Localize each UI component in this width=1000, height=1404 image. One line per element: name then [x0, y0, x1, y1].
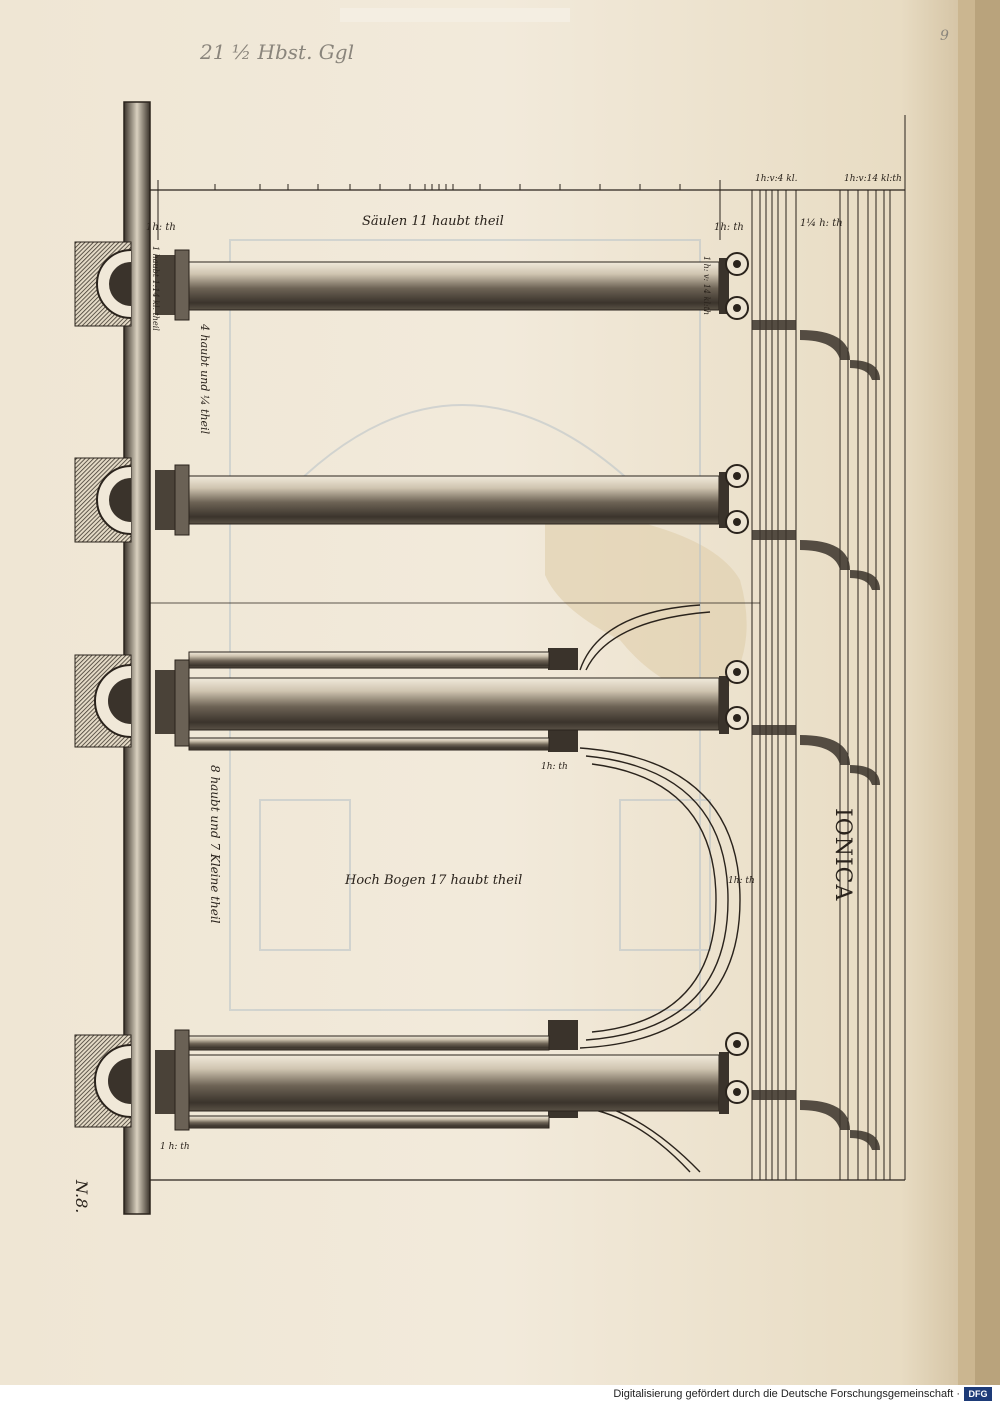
dfg-logo-icon: DFG — [964, 1387, 992, 1401]
scale-label-top-left: 1h:v:4 kl. — [755, 174, 798, 184]
side-mark: N.8. — [72, 1180, 91, 1214]
label-1h-mid: 1h: th — [714, 222, 744, 233]
label-1h-bottom: 1 h: th — [160, 1142, 190, 1152]
label-vertical-4-haubt: 4 haubt und ¼ theil — [198, 324, 211, 435]
label-1-quarter: 1¼ h: th — [800, 218, 843, 229]
page-number: 9 — [940, 28, 949, 44]
pencil-note: 21 ½ Hbst. Ggl — [200, 40, 354, 64]
label-1h-right: 1h: th — [728, 876, 755, 886]
scale-label-top-right: 1h:v:14 kl:th — [844, 174, 902, 184]
footer-bar: Digitalisierung gefördert durch die Deut… — [0, 1385, 1000, 1404]
plate-title-ionica: IONICA — [830, 808, 855, 902]
label-capital-column: 1 h: v: 14 kl:th — [702, 256, 711, 315]
label-base-column: 1 haubt 1:14 kl. theil — [151, 246, 160, 331]
label-saulen: Säulen 11 haubt theil — [362, 214, 504, 229]
footer-text: Digitalisierung gefördert durch die Deut… — [613, 1388, 960, 1400]
label-1h-left: 1h: th — [146, 222, 176, 233]
label-vertical-8-haubt: 8 haubt und 7 Kleine theil — [208, 765, 222, 924]
label-1h-arch: 1h: th — [541, 762, 568, 772]
label-hoch-bogen: Hoch Bogen 17 haubt theil — [345, 873, 523, 888]
